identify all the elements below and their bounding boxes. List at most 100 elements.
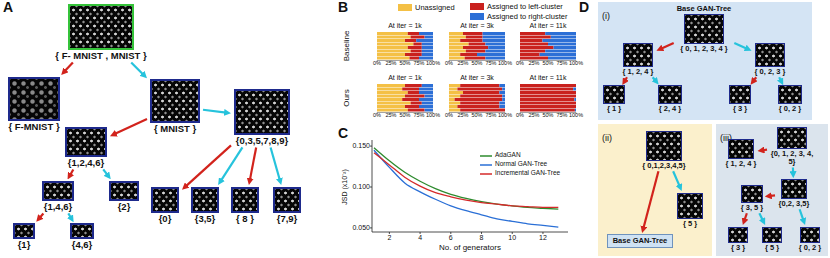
bar-segment [477,53,505,56]
cluster-node: {0,2, 3,5} [776,178,812,208]
bar-segment [520,46,554,49]
bar-segment [457,105,499,108]
cluster-node: { 3 } [727,84,753,113]
tick-label: 50% [471,113,482,119]
bar-segment [520,102,576,105]
bar-segment [422,50,433,53]
image-grid [658,85,682,104]
legend-swatch [398,4,412,11]
bar-segment [545,32,576,35]
cluster-label: {0,2, 3,5} [778,200,810,208]
cluster-node: {0, 1, 2, 3, 4, 5} [768,126,816,167]
subpanel: (i)Base GAN-Tree{ 0, 1, 2, 3, 4 }{ 1, 2,… [598,2,812,120]
panel-letter: C [338,126,348,140]
stacked-bars [377,32,576,112]
bar-segment [419,98,433,101]
image-grid [677,193,703,219]
legend-line [480,155,492,157]
cluster-node: { 0, 2, 3 } [753,42,788,76]
cluster-label: {0} [159,214,172,224]
split-arrow [65,62,73,71]
chart-title: At iter = 3k [460,22,494,29]
cluster-node: {3,5} [189,186,221,224]
split-arrow [762,149,767,152]
bar-segment [449,105,457,108]
tick-label: 100% [498,113,512,119]
bar-segment [520,39,542,42]
axis-title: JSD (x10⁻²) [341,169,348,204]
bar-segment [488,46,505,49]
image-grid [68,4,134,50]
cluster-node: { 3 } [726,226,750,252]
cluster-node: {1,4,6} [40,180,76,212]
cluster-node: { F-MNIST } [6,76,62,132]
tick-mark [389,232,390,234]
cluster-node: { 2, 4 } [656,84,684,113]
bar-segment [425,109,433,112]
chart-title: At iter = 11k [529,22,566,29]
bar-segment [377,98,402,101]
tick-label: 0% [516,61,524,67]
bar-segment [419,57,433,60]
tick-label: 75% [485,61,496,67]
bar-segment [460,39,482,42]
cluster-label: { 0,1,2,3,4,5} [642,162,685,170]
bar-segment [422,43,433,46]
image-grid [741,185,763,203]
legend-text: AdaGAN [495,152,521,159]
bar-segment [422,46,433,49]
bar-segment [449,98,455,101]
bar-segment [466,36,483,39]
bar-segment [520,91,576,94]
bar-segment [405,53,422,56]
cluster-label: {7,9} [277,214,298,224]
split-arrow [70,169,73,175]
tick-label: 0% [445,61,453,67]
image-grid [603,85,625,104]
cluster-node: { F- MNIST , MNIST } [53,3,148,61]
bar-segment [463,32,483,35]
bar-segment [457,88,502,91]
bar-segment [460,109,505,112]
bar-segment [502,98,505,101]
bar-segment [449,43,469,46]
bar-segment [377,46,408,49]
data-line [374,153,558,208]
tick-label: 0.100 [352,183,370,190]
cluster-label: { 5 } [683,220,697,228]
image-grid [778,85,802,104]
bar-segment [377,84,405,87]
bar-segment [377,102,411,105]
bar-segment [574,98,576,101]
bar-segment [502,88,505,91]
cluster-label: {0,3,5,7,8,9} [236,136,288,146]
bar-segment [520,32,545,35]
cluster-node: {7,9} [271,186,303,224]
bar-segment [377,91,408,94]
cluster-node: { 5 } [675,192,705,228]
bar-segment [419,32,433,35]
bar-segment [408,109,425,112]
box-text: Base GAN-Tree [613,237,668,245]
tick-label: 4 [418,234,422,241]
legend-entry: Assigned to left-cluster [470,3,563,11]
bar-segment [455,98,503,101]
cluster-label: {3,5} [195,214,216,224]
split-arrow [800,209,804,220]
tick-mark [450,232,451,234]
tick-label: 8 [480,234,484,241]
bar-segment [483,36,505,39]
bar-segment [573,88,576,91]
split-arrow [250,147,256,180]
bar-segment [377,36,411,39]
bar-segment [449,39,460,42]
cluster-node: { 1, 2, 4 } [724,138,759,168]
cluster-label: { 0, 2, 3 } [755,68,786,76]
panel-letter: A [3,0,13,14]
cluster-label: { F-MNIST } [8,122,59,132]
cluster-node: { 0, 2 } [776,84,804,113]
split-arrow [673,171,680,186]
cluster-node: { 0, 2 } [797,226,824,252]
legend-spacer [480,161,495,167]
tick-label: 25% [385,113,396,119]
